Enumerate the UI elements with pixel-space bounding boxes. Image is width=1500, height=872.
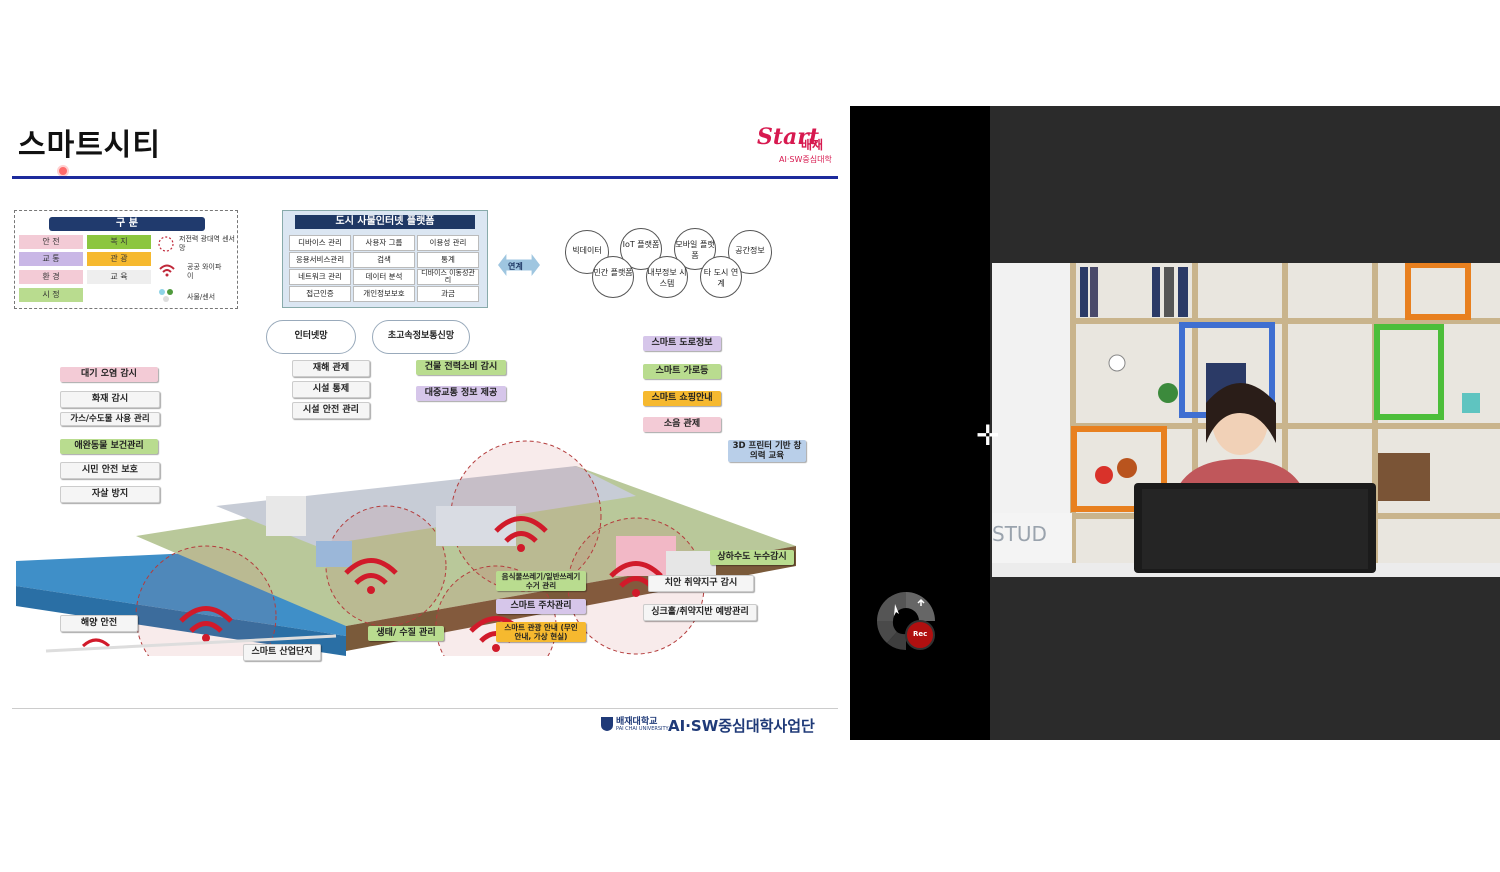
label-air-pollution: 대기 오염 감시 bbox=[60, 367, 158, 382]
footer-logo: 배재대학교 PAI CHAI UNIVERSITY AI·SW중심대학사업단 bbox=[600, 714, 840, 738]
label-smart-tourism: 스마트 관광 안내 (무인 안내, 가상 현실) bbox=[496, 622, 586, 642]
label-waste-collection: 음식물쓰레기/일반쓰레기 수거 관리 bbox=[496, 571, 586, 591]
label-facility-control: 시설 통제 bbox=[292, 381, 370, 398]
label-smart-road: 스마트 도로정보 bbox=[643, 336, 721, 351]
platform-cell: 디바이스 이동성관리 bbox=[417, 269, 479, 285]
legend-cell: 교 육 bbox=[87, 270, 151, 284]
label-smart-shopping: 스마트 쇼핑안내 bbox=[643, 391, 721, 406]
presentation-slide: 스마트시티 Start 배재 AI·SW중심대학 구 분 안 전 복 지 교 통… bbox=[0, 106, 850, 740]
platform-cell: 네트워크 관리 bbox=[289, 269, 351, 285]
instructor-studio-image: STUD bbox=[992, 263, 1500, 577]
wifi-icon bbox=[159, 264, 175, 277]
label-transit-info: 대중교통 정보 제공 bbox=[416, 386, 506, 401]
studio-sign: STUD bbox=[992, 522, 1047, 546]
iot-platform-box: 도시 사물인터넷 플랫폼 디바이스 관리 사용자 그룹 이용성 관리 응용서비스… bbox=[282, 210, 488, 308]
rec-label[interactable]: Rec bbox=[913, 630, 928, 638]
platform-cell: 데이터 분석 bbox=[353, 269, 415, 285]
legend-cell: 교 통 bbox=[19, 252, 83, 266]
platform-cell: 이용성 관리 bbox=[417, 235, 479, 251]
footer-program: AI·SW중심대학사업단 bbox=[668, 717, 815, 735]
platform-cell: 디바이스 관리 bbox=[289, 235, 351, 251]
bubble-private: 민간 플랫폼 bbox=[592, 256, 634, 298]
bubble-other-city: 타 도시 연계 bbox=[700, 256, 742, 298]
label-3d-printer: 3D 프린터 기반 창의력 교육 bbox=[728, 440, 806, 462]
platform-cell: 접근인증 bbox=[289, 286, 351, 302]
label-fire-watch: 화재 감시 bbox=[60, 391, 160, 408]
label-pet-health: 애완동물 보건관리 bbox=[60, 439, 158, 454]
platform-cell: 과금 bbox=[417, 286, 479, 302]
webcam-feed: STUD bbox=[992, 263, 1500, 577]
label-suicide-prevention: 자살 방지 bbox=[60, 486, 160, 503]
label-crime-watch: 치안 취약지구 감시 bbox=[648, 575, 754, 592]
label-water-leak: 상하수도 누수감시 bbox=[710, 550, 794, 565]
cloud-highspeed: 초고속정보통신망 bbox=[372, 320, 470, 354]
platform-header: 도시 사물인터넷 플랫폼 bbox=[295, 215, 475, 229]
label-smart-industrial: 스마트 산업단지 bbox=[243, 644, 321, 661]
record-control-wheel[interactable]: Rec bbox=[873, 588, 939, 654]
label-sinkhole: 싱크홀/취약지반 예방관리 bbox=[643, 604, 757, 621]
platform-cell: 사용자 그룹 bbox=[353, 235, 415, 251]
bubble-bigdata: 빅데이터 bbox=[565, 230, 609, 274]
label-citizen-safety: 시민 안전 보호 bbox=[60, 462, 160, 479]
move-cursor-icon: ✛ bbox=[976, 419, 1000, 452]
footer-univ: 배재대학교 bbox=[616, 717, 658, 727]
label-marine-safety: 해양 안전 bbox=[60, 615, 138, 632]
footer-divider bbox=[12, 708, 838, 709]
label-building-power: 건물 전력소비 감시 bbox=[416, 360, 506, 375]
legend-cell: 환 경 bbox=[19, 270, 83, 284]
logo-text: Start bbox=[757, 124, 820, 150]
sensor-network-icon bbox=[158, 236, 174, 252]
label-smart-parking: 스마트 주차관리 bbox=[496, 599, 586, 614]
label-smart-streetlight: 스마트 가로등 bbox=[643, 364, 721, 379]
legend-cell: 시 정 bbox=[19, 288, 83, 302]
legend-cell: 관 광 bbox=[87, 252, 151, 266]
logo-small: AI·SW중심대학 bbox=[779, 155, 832, 164]
record-wheel-icon bbox=[876, 592, 935, 651]
platform-cell: 검색 bbox=[353, 252, 415, 268]
legend-cell: 안 전 bbox=[19, 235, 83, 249]
smart-city-illustration bbox=[16, 440, 796, 656]
link-label: 연계 bbox=[508, 262, 523, 271]
legend-item: 사물/센서 bbox=[187, 293, 216, 301]
univ-shield-icon bbox=[601, 717, 613, 731]
label-gas-water: 가스/수도물 사용 관리 bbox=[60, 412, 160, 426]
link-arrow bbox=[498, 254, 540, 276]
start-baejae-logo: Start 배재 AI·SW중심대학 bbox=[757, 124, 837, 164]
platform-cell: 응용서비스관리 bbox=[289, 252, 351, 268]
category-legend: 구 분 안 전 복 지 교 통 관 광 환 경 교 육 시 정 저전력 광대역 … bbox=[14, 210, 238, 309]
label-disaster-control: 재해 관제 bbox=[292, 360, 370, 377]
label-facility-safety: 시설 안전 관리 bbox=[292, 402, 370, 419]
legend-item: 저전력 광대역 센서망 bbox=[179, 235, 235, 252]
platform-cell: 통계 bbox=[417, 252, 479, 268]
legend-item: 공공 와이파이 bbox=[187, 263, 222, 280]
cloud-internet: 인터넷망 bbox=[266, 320, 356, 354]
label-noise-control: 소음 관제 bbox=[643, 417, 721, 432]
logo-sub: 배재 bbox=[801, 138, 824, 152]
sensor-dots-icon bbox=[159, 289, 173, 302]
platform-cell: 개인정보보호 bbox=[353, 286, 415, 302]
label-ecology-water: 생태/ 수질 관리 bbox=[368, 626, 444, 641]
bubble-internal: 내부정보 시스템 bbox=[646, 256, 688, 298]
footer-univ-en: PAI CHAI UNIVERSITY bbox=[616, 726, 669, 732]
slide-title: 스마트시티 bbox=[18, 128, 161, 163]
title-divider bbox=[12, 176, 838, 179]
legend-cell: 복 지 bbox=[87, 235, 151, 249]
legend-header: 구 분 bbox=[49, 217, 205, 231]
